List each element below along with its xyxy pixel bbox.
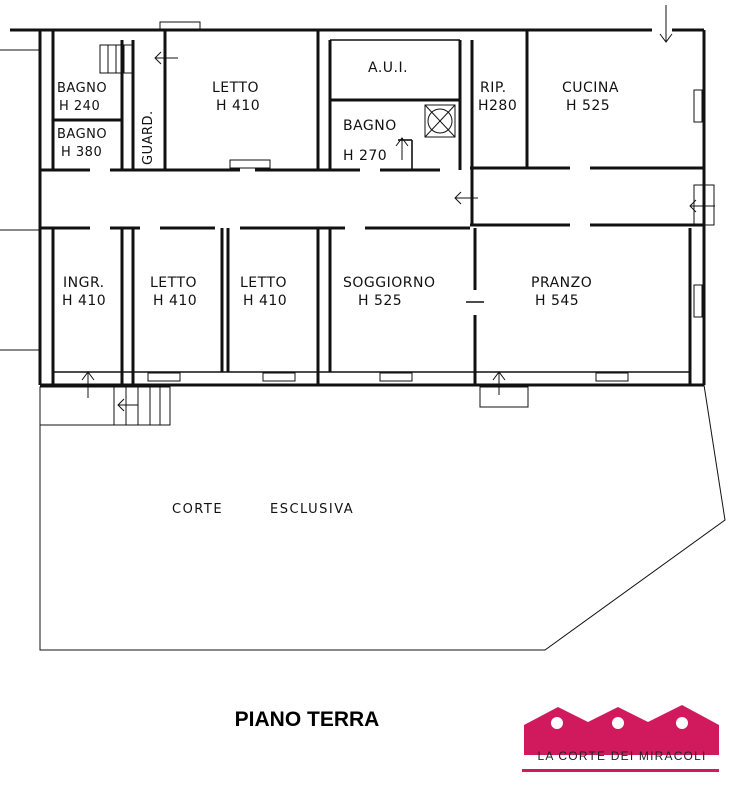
bottom-partitions [51, 228, 692, 385]
room-soggiorno-name: SOGGIORNO [343, 275, 435, 291]
room-letto-3-name: LETTO [240, 275, 287, 291]
room-pranzo-height: H 545 [535, 293, 579, 309]
logo-houses-icon [524, 705, 719, 755]
room-cucina-height: H 525 [566, 98, 610, 114]
room-soggiorno-height: H 525 [358, 293, 402, 309]
logo-text: LA CORTE DEI MIRACOLI [537, 749, 707, 763]
room-letto-2-name: LETTO [150, 275, 197, 291]
windows [147, 21, 703, 382]
top-partitions [51, 30, 529, 225]
courtyard [39, 384, 726, 651]
room-letto-2-height: H 410 [153, 293, 197, 309]
floor-title: PIANO TERRA [234, 708, 380, 731]
room-labels: BAGNO H 240 BAGNO H 380 GUARD. LETTO H 4… [57, 60, 619, 517]
stairs [39, 44, 715, 426]
court-label-corte: CORTE [172, 502, 223, 517]
room-bagno-3-name: BAGNO [343, 118, 397, 134]
room-cucina-name: CUCINA [562, 80, 619, 96]
room-rip-name: RIP. [480, 80, 507, 96]
room-letto-1-height: H 410 [216, 98, 260, 114]
room-bagno-2-height: H 380 [61, 145, 102, 160]
room-letto-1-name: LETTO [212, 80, 259, 96]
outer-walls [0, 28, 706, 387]
floor-plan: BAGNO H 240 BAGNO H 380 GUARD. LETTO H 4… [0, 5, 726, 651]
corridor-walls [40, 166, 704, 230]
room-bagno-1-name: BAGNO [57, 81, 107, 96]
room-ingr-height: H 410 [62, 293, 106, 309]
room-aui: A.U.I. [368, 60, 408, 76]
room-bagno-1-height: H 240 [59, 99, 100, 114]
chimney-symbol [424, 104, 456, 138]
court-label-esclusiva: ESCLUSIVA [270, 502, 354, 517]
room-rip-height: H280 [478, 98, 517, 114]
room-ingr-name: INGR. [63, 275, 105, 291]
room-bagno-3-height: H 270 [343, 148, 387, 164]
entrance-arrows [81, 5, 715, 412]
room-pranzo-name: PRANZO [531, 275, 592, 291]
room-letto-3-height: H 410 [243, 293, 287, 309]
room-bagno-2-name: BAGNO [57, 127, 107, 142]
room-guard: GUARD. [141, 110, 156, 165]
logo-underline [522, 769, 719, 772]
